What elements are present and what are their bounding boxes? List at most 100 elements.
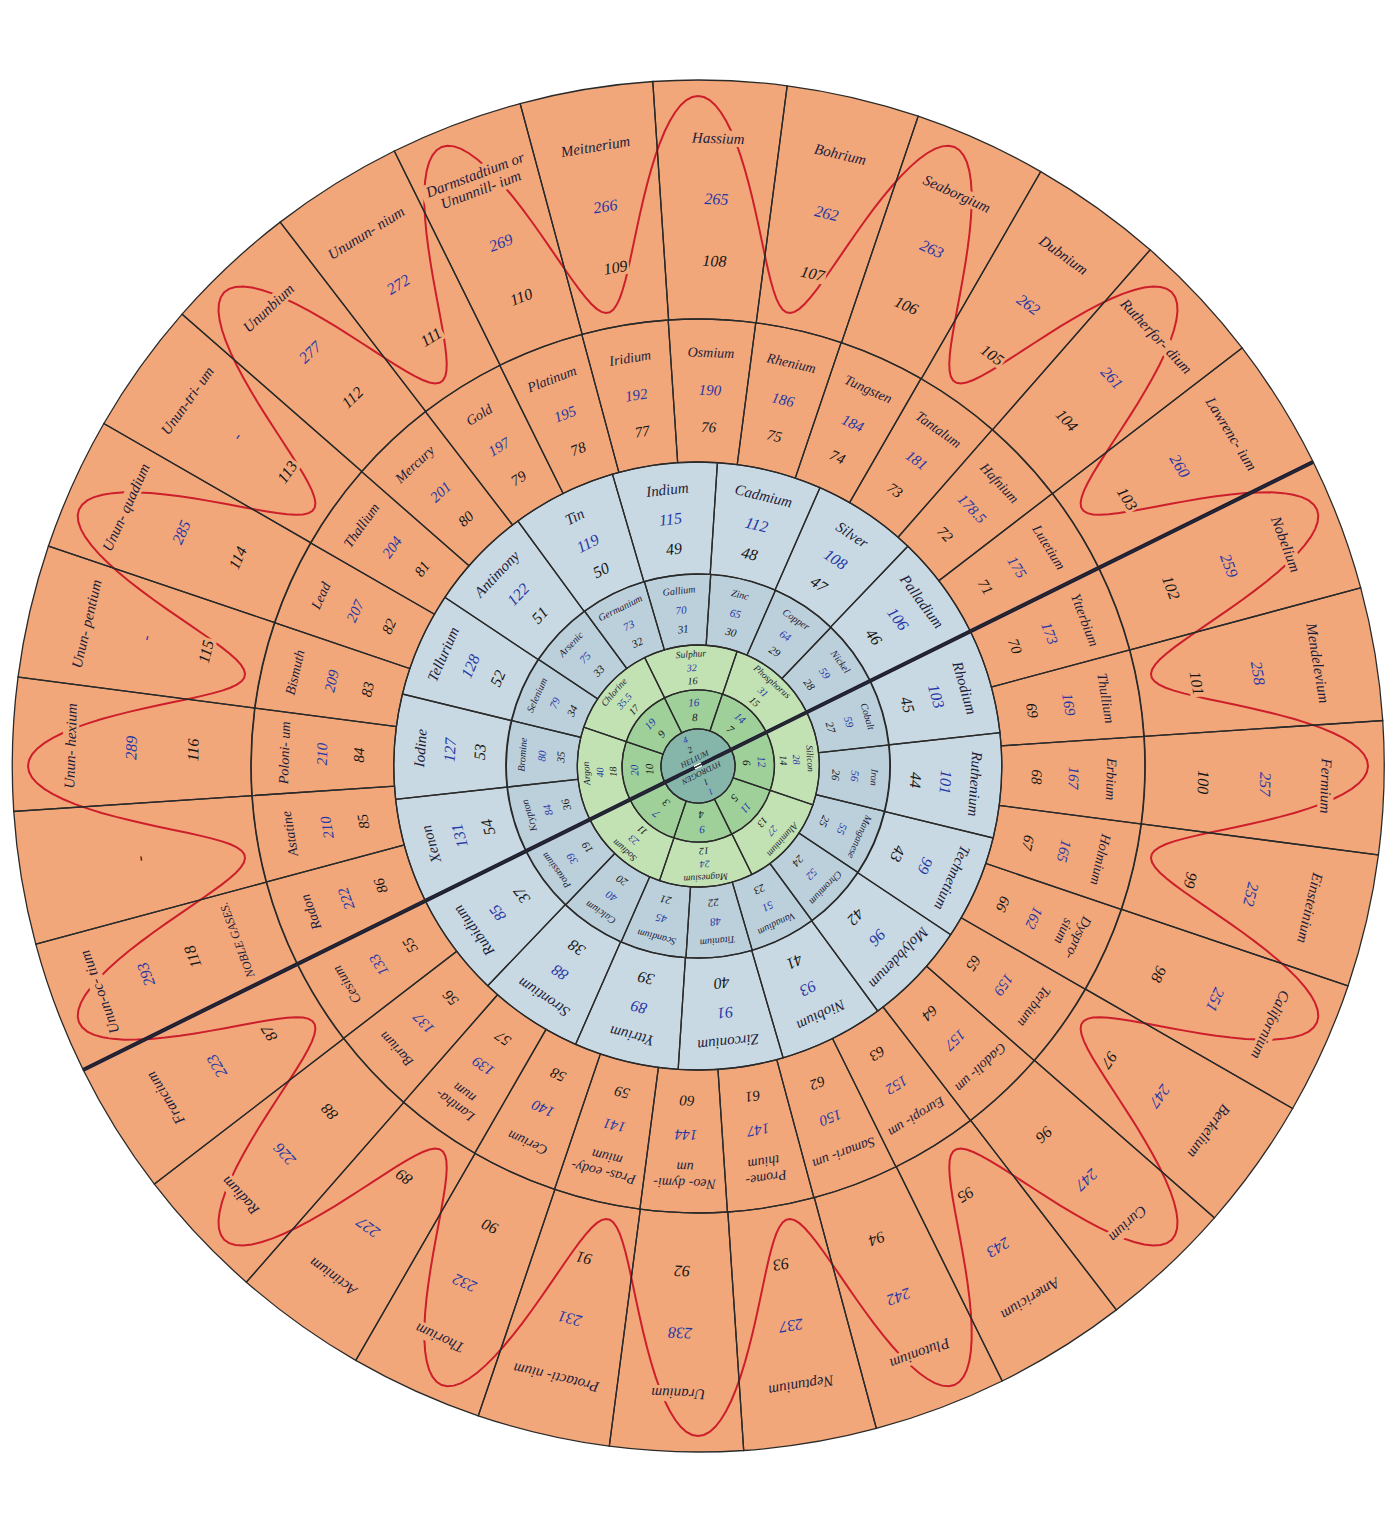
element-cell: Neo- dymi- um14460 bbox=[640, 1067, 732, 1214]
element-name: Rutherfor- dium bbox=[1115, 294, 1196, 379]
element-cell: Unun- pentium-115 bbox=[15, 545, 280, 731]
cell-border bbox=[391, 694, 512, 807]
cell-border bbox=[761, 824, 860, 923]
atomic-number: 3 bbox=[658, 795, 673, 810]
atomic-number: 82 bbox=[378, 615, 401, 639]
element-name: Bismuth bbox=[282, 647, 308, 699]
cell-border bbox=[794, 783, 887, 873]
element-cell: 94 bbox=[671, 798, 732, 844]
element-name: Berkelium bbox=[1183, 1100, 1235, 1163]
element-name: Bohrium bbox=[811, 140, 870, 169]
atomic-mass: 65 bbox=[726, 606, 743, 621]
cell-border bbox=[32, 860, 305, 1071]
atomic-number: 110 bbox=[505, 284, 536, 310]
element-cell: Neptunium23793 bbox=[705, 1194, 877, 1454]
atomic-number: 76 bbox=[699, 419, 719, 436]
element-name: Barium bbox=[375, 1027, 418, 1071]
orbital-wave bbox=[28, 96, 1368, 1436]
atomic-number: 68 bbox=[1028, 767, 1045, 787]
atomic-number: 27 bbox=[822, 719, 838, 737]
atomic-number: 47 bbox=[806, 571, 832, 597]
atomic-mass: 251 bbox=[1201, 983, 1229, 1016]
atomic-mass: 108 bbox=[819, 544, 852, 574]
element-cell: Rutherfor- dium261104 bbox=[976, 248, 1244, 511]
element-cell: Lantha- num13957 bbox=[402, 987, 557, 1155]
atomic-number: 102 bbox=[1158, 571, 1184, 603]
element-name: Silicon bbox=[803, 743, 815, 774]
cell-border bbox=[721, 858, 813, 953]
element-name: Protacti- nium bbox=[510, 1359, 603, 1396]
atomic-number: 4 bbox=[696, 809, 706, 822]
atomic-number: 71 bbox=[973, 575, 997, 600]
cell-border bbox=[1126, 587, 1386, 759]
element-name: Europi- um bbox=[884, 1092, 950, 1141]
atomic-mass: 186 bbox=[768, 389, 798, 411]
element-name: Cadmium bbox=[732, 480, 796, 511]
cell-border bbox=[524, 810, 622, 907]
cell-border bbox=[889, 428, 1054, 591]
cell-border bbox=[966, 567, 1132, 700]
atomic-number: 103 bbox=[1112, 482, 1142, 515]
element-name: Silver bbox=[832, 517, 874, 552]
cell-border bbox=[666, 948, 784, 1074]
atomic-mass: 7 bbox=[648, 806, 663, 821]
atomic-number: 59 bbox=[611, 1082, 633, 1102]
element-name: Seaborgium bbox=[919, 171, 995, 217]
cell-border bbox=[733, 83, 919, 348]
cell-border bbox=[1116, 801, 1381, 987]
atomic-number: 116 bbox=[183, 736, 201, 763]
atomic-mass: 20 bbox=[628, 762, 641, 778]
atomic-number: 19 bbox=[578, 838, 597, 857]
atomic-number: 16 bbox=[685, 675, 700, 687]
atomic-number: 56 bbox=[439, 985, 464, 1010]
cell-border bbox=[640, 1067, 732, 1214]
element-name: Samari- um bbox=[809, 1133, 880, 1172]
element-cell: Barium13756 bbox=[342, 941, 507, 1104]
cell-border bbox=[152, 1021, 420, 1284]
cell-border bbox=[360, 410, 523, 575]
element-name: Neptunium bbox=[765, 1372, 837, 1400]
atomic-mass: 96 bbox=[864, 924, 891, 951]
cell-border bbox=[976, 248, 1244, 511]
atomic-mass: 144 bbox=[673, 1126, 700, 1143]
element-name: Prome- thium bbox=[727, 1149, 803, 1191]
atomic-number: 96 bbox=[1031, 1121, 1058, 1148]
atomic-mass: 88 bbox=[547, 960, 573, 986]
element-cell: Francium22387 bbox=[80, 944, 356, 1186]
atomic-mass: 262 bbox=[1011, 289, 1044, 320]
cell-border bbox=[583, 579, 675, 674]
atomic-number: 64 bbox=[917, 1000, 942, 1025]
atomic-number: 35 bbox=[554, 749, 567, 765]
atomic-mass: 12 bbox=[755, 754, 768, 770]
element-name: Darmstadtium or Ununnill- ium bbox=[419, 147, 537, 218]
element-cell: Lutetium17571 bbox=[932, 492, 1101, 643]
element-cell: Curium24796 bbox=[953, 1044, 1216, 1312]
cell-border bbox=[953, 1044, 1216, 1312]
atomic-number: 49 bbox=[663, 539, 685, 559]
atomic-mass: 45 bbox=[652, 911, 669, 926]
element-name: Unun- pentium bbox=[68, 576, 105, 672]
atomic-mass: 204 bbox=[378, 532, 407, 563]
atomic-number: 58 bbox=[547, 1063, 571, 1086]
element-cell: Protacti- nium23191 bbox=[477, 1184, 663, 1449]
element-cell: Molybdenum9642 bbox=[798, 858, 954, 1014]
atomic-mass: 247 bbox=[1070, 1164, 1102, 1196]
element-name: Tin bbox=[561, 504, 589, 529]
atomic-mass: 1 bbox=[704, 785, 716, 798]
atomic-mass: 51 bbox=[758, 898, 777, 915]
element-name: Meitnerium bbox=[557, 132, 633, 160]
atomic-mass: 80 bbox=[535, 748, 548, 764]
atomic-mass: 32 bbox=[684, 661, 699, 673]
element-name: Platinum bbox=[524, 362, 581, 396]
atomic-mass: 75 bbox=[575, 648, 594, 667]
element-name: Thallium bbox=[340, 499, 384, 552]
atomic-number: 32 bbox=[628, 634, 647, 651]
atomic-mass: 162 bbox=[1021, 902, 1047, 933]
element-name: Hafnium bbox=[976, 459, 1023, 508]
element-name: Zirconium bbox=[695, 1031, 762, 1055]
atomic-number: 31 bbox=[675, 622, 691, 636]
atomic-number: 112 bbox=[336, 382, 368, 413]
atomic-number: 77 bbox=[632, 422, 653, 441]
cell-border bbox=[398, 595, 546, 738]
atomic-mass: 40 bbox=[593, 765, 605, 780]
